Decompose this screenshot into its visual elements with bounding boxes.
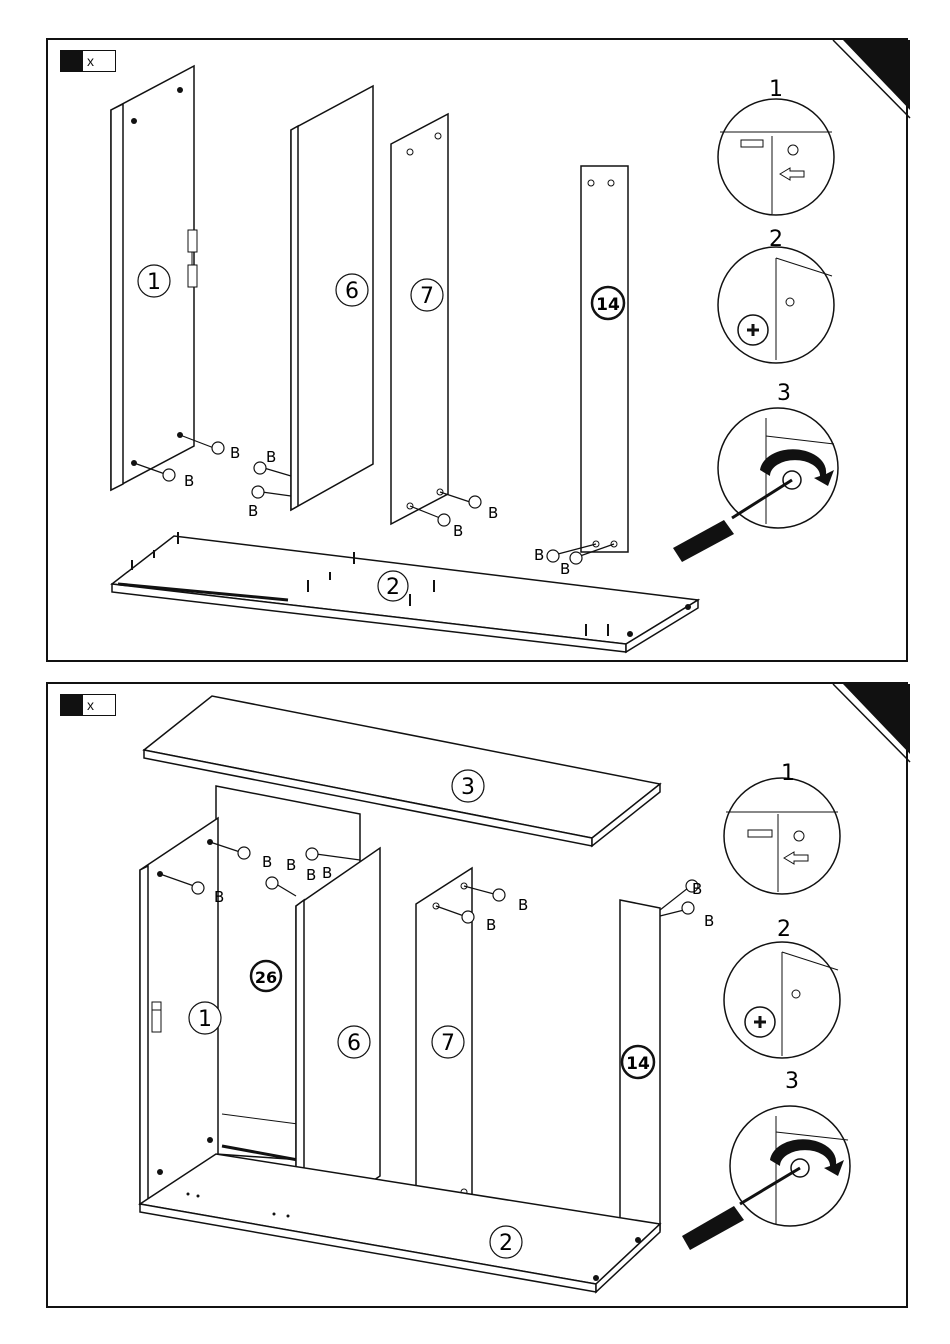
- part-label-14: 14: [596, 295, 620, 315]
- corner-tab: [843, 684, 910, 754]
- fitting-label-b: B: [534, 546, 544, 564]
- fitting-label-b: B: [214, 888, 224, 906]
- detail-number: 1: [769, 77, 783, 102]
- part-label-14: 14: [626, 1054, 650, 1074]
- detail-circle-1: [724, 778, 840, 894]
- fitting-label-b: B: [692, 880, 702, 898]
- step-2-drawing: 3 26 1 6: [48, 684, 910, 1310]
- part-label-2: 2: [499, 1231, 513, 1256]
- fitting-label-b: B: [704, 912, 714, 930]
- detail-number: 3: [777, 381, 791, 406]
- part-label-7: 7: [441, 1031, 455, 1056]
- assembly-step-1-panel: x 1 6 7: [46, 38, 908, 662]
- divider-panel-7: [391, 114, 448, 524]
- fitting-label-b: B: [248, 502, 258, 520]
- fitting-label-b: B: [184, 472, 194, 490]
- fitting-label-b: B: [230, 444, 240, 462]
- fitting-label-b: B: [306, 866, 316, 884]
- fitting-label-b: B: [518, 896, 528, 914]
- fitting-label-b: B: [286, 856, 296, 874]
- base-panel-2: [140, 1154, 660, 1292]
- step-1-drawing: 1 6 7 14: [48, 40, 910, 664]
- part-label-6: 6: [345, 279, 359, 304]
- assembly-step-2-panel: x 3 26 1: [46, 682, 908, 1308]
- detail-number: 1: [781, 761, 795, 786]
- fitting-label-b: B: [560, 560, 570, 578]
- fitting-label-b: B: [262, 853, 272, 871]
- back-strip-panel-14: [581, 166, 628, 552]
- detail-number: 2: [777, 917, 791, 942]
- part-label-1: 1: [198, 1007, 212, 1032]
- detail-circle-2: [718, 247, 834, 363]
- detail-circle-1: [718, 99, 834, 215]
- detail-number: 3: [785, 1069, 799, 1094]
- detail-circle-3: [673, 408, 838, 562]
- part-label-7: 7: [420, 284, 434, 309]
- fitting-label-b: B: [453, 522, 463, 540]
- part-label-1: 1: [147, 270, 161, 295]
- corner-tab: [843, 40, 910, 110]
- fitting-label-b: B: [322, 864, 332, 882]
- fitting-label-b: B: [486, 916, 496, 934]
- detail-number: 2: [769, 227, 783, 252]
- detail-circle-2: [724, 942, 840, 1058]
- part-label-6: 6: [347, 1031, 361, 1056]
- fitting-label-b: B: [488, 504, 498, 522]
- part-label-2: 2: [386, 575, 400, 600]
- fitting-label-b: B: [266, 448, 276, 466]
- part-label-26: 26: [255, 968, 277, 987]
- part-label-3: 3: [461, 775, 475, 800]
- detail-circle-3: [682, 1106, 850, 1250]
